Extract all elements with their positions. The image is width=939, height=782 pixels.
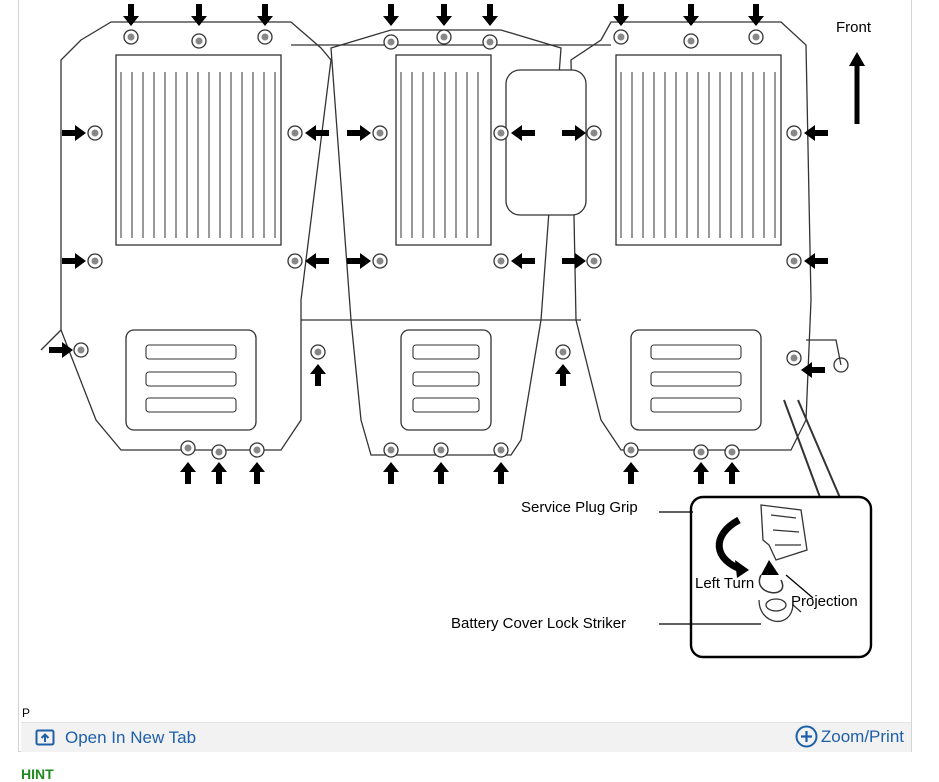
arrow-icon: [49, 342, 73, 358]
arrow-icon: [511, 125, 535, 141]
projection-label: Projection: [791, 593, 858, 610]
open-in-new-tab-label: Open In New Tab: [65, 728, 197, 747]
arrow-icon: [383, 4, 399, 26]
arrow-icon: [62, 125, 86, 141]
arrow-icon: [347, 125, 371, 141]
arrow-icon: [249, 462, 265, 484]
zoom-print-link[interactable]: Zoom/Print: [795, 725, 904, 748]
arrow-icon: [436, 4, 452, 26]
open-new-tab-icon: [35, 729, 55, 746]
arrow-icon: [562, 253, 586, 269]
battery-cover-diagram: Front Service Plug Grip Left Turn Projec…: [40, 4, 873, 659]
service-plug-grip-label: Service Plug Grip: [521, 499, 638, 516]
arrow-icon: [511, 253, 535, 269]
arrow-icon: [804, 125, 828, 141]
arrow-icon: [257, 4, 273, 26]
arrow-icon: [562, 125, 586, 141]
arrow-icon: [801, 362, 825, 378]
front-arrow-icon: [849, 52, 865, 124]
image-toolbar: Open In New Tab Zoom/Print: [21, 722, 911, 752]
arrow-icon: [683, 4, 699, 26]
arrow-icon: [62, 253, 86, 269]
arrow-icon: [347, 253, 371, 269]
arrow-icon: [804, 253, 828, 269]
arrow-icon: [482, 4, 498, 26]
lock-striker-icon: [758, 598, 802, 622]
arrow-icon: [748, 4, 764, 26]
arrow-icon: [383, 462, 399, 484]
arrow-icon: [433, 462, 449, 484]
zoom-plus-icon: [795, 725, 818, 748]
bolt-group: [73, 29, 802, 460]
left-turn-label: Left Turn: [695, 575, 754, 592]
arrow-icon: [310, 364, 326, 386]
arrow-icon: [555, 364, 571, 386]
arrow-icon: [693, 462, 709, 484]
arrow-icon: [623, 462, 639, 484]
arrow-icon: [191, 4, 207, 26]
service-plug-grip-icon: [758, 504, 808, 594]
arrow-icon: [724, 462, 740, 484]
arrow-icon: [305, 125, 329, 141]
arrow-icon: [613, 4, 629, 26]
diagram-frame: Front Service Plug Grip Left Turn Projec…: [18, 0, 912, 752]
front-label: Front: [836, 19, 872, 36]
hint-heading: HINT: [21, 766, 54, 782]
left-turn-arrow-icon: [715, 516, 749, 578]
arrow-icon: [180, 462, 196, 484]
arrow-icon: [305, 253, 329, 269]
battery-cover-lock-striker-label: Battery Cover Lock Striker: [451, 615, 626, 632]
arrow-icon: [493, 462, 509, 484]
open-in-new-tab-link[interactable]: Open In New Tab: [35, 728, 196, 748]
bolt-arrow-group: [49, 4, 828, 484]
detail-callout-box: [689, 495, 873, 659]
arrow-icon: [211, 462, 227, 484]
zoom-print-label: Zoom/Print: [820, 726, 904, 746]
arrow-icon: [123, 4, 139, 26]
figure-tag: P: [22, 706, 31, 720]
